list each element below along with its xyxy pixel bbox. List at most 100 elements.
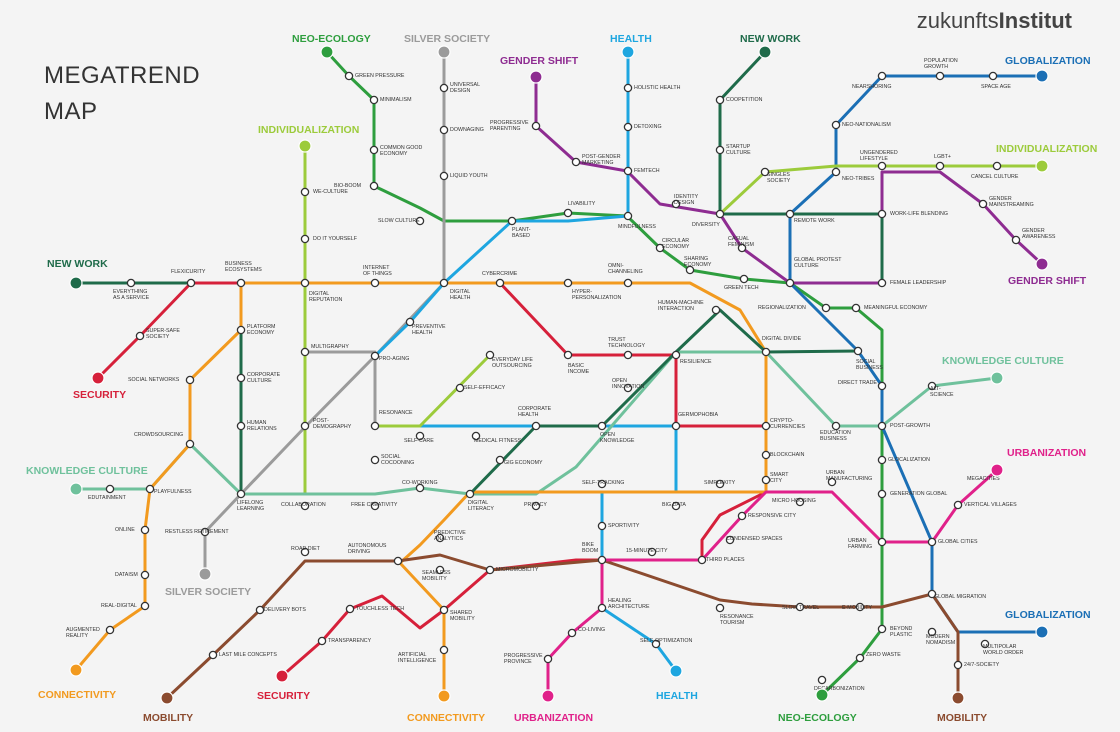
station-dot[interactable] [370,182,377,189]
station-dot[interactable] [141,526,148,533]
station-dot[interactable] [832,121,839,128]
station-dot[interactable] [532,422,539,429]
station-dot[interactable] [508,217,515,224]
station-dot[interactable] [301,348,308,355]
station-dot[interactable] [716,146,723,153]
station-dot[interactable] [878,490,885,497]
station-dot[interactable] [954,661,961,668]
station-dot[interactable] [672,351,679,358]
station-dot[interactable] [127,279,134,286]
station-dot[interactable] [568,629,575,636]
station-dot[interactable] [762,476,769,483]
station-dot[interactable] [624,84,631,91]
station-dot[interactable] [544,655,551,662]
station-dot[interactable] [672,422,679,429]
station-dot[interactable] [394,557,401,564]
station-dot[interactable] [370,96,377,103]
station-dot[interactable] [440,279,447,286]
station-dot[interactable] [624,167,631,174]
station-dot[interactable] [440,84,447,91]
station-dot[interactable] [832,168,839,175]
station-dot[interactable] [786,279,793,286]
station-dot[interactable] [989,72,996,79]
station-dot[interactable] [301,235,308,242]
station-dot[interactable] [106,626,113,633]
station-dot[interactable] [371,422,378,429]
station-dot[interactable] [370,146,377,153]
station-dot[interactable] [928,538,935,545]
station-dot[interactable] [740,275,747,282]
station-dot[interactable] [822,304,829,311]
station-dot[interactable] [345,72,352,79]
station-dot[interactable] [564,209,571,216]
station-dot[interactable] [936,162,943,169]
station-dot[interactable] [186,440,193,447]
station-dot[interactable] [762,348,769,355]
station-dot[interactable] [186,376,193,383]
station-dot[interactable] [301,188,308,195]
station-dot[interactable] [936,72,943,79]
station-dot[interactable] [856,654,863,661]
station-dot[interactable] [440,126,447,133]
station-dot[interactable] [532,122,539,129]
station-dot[interactable] [852,304,859,311]
station-dot[interactable] [854,347,861,354]
station-dot[interactable] [878,279,885,286]
station-dot[interactable] [979,200,986,207]
station-dot[interactable] [146,485,153,492]
station-dot[interactable] [301,422,308,429]
station-dot[interactable] [496,279,503,286]
station-dot[interactable] [346,605,353,612]
station-dot[interactable] [762,451,769,458]
station-dot[interactable] [371,279,378,286]
station-dot[interactable] [818,676,825,683]
station-dot[interactable] [698,556,705,563]
station-dot[interactable] [716,96,723,103]
station-dot[interactable] [371,352,378,359]
station-dot[interactable] [598,604,605,611]
station-dot[interactable] [993,162,1000,169]
station-dot[interactable] [878,72,885,79]
station-dot[interactable] [598,422,605,429]
station-dot[interactable] [624,123,631,130]
station-dot[interactable] [1012,236,1019,243]
station-dot[interactable] [209,651,216,658]
station-dot[interactable] [878,538,885,545]
station-dot[interactable] [141,571,148,578]
station-dot[interactable] [187,279,194,286]
station-dot[interactable] [878,456,885,463]
station-dot[interactable] [456,384,463,391]
station-dot[interactable] [237,490,244,497]
station-dot[interactable] [716,210,723,217]
station-dot[interactable] [440,646,447,653]
station-dot[interactable] [878,422,885,429]
station-dot[interactable] [624,279,631,286]
station-dot[interactable] [712,306,719,313]
station-dot[interactable] [738,512,745,519]
station-dot[interactable] [237,279,244,286]
station-dot[interactable] [440,606,447,613]
station-dot[interactable] [106,485,113,492]
station-dot[interactable] [786,210,793,217]
station-dot[interactable] [716,604,723,611]
station-dot[interactable] [572,158,579,165]
station-dot[interactable] [624,212,631,219]
station-dot[interactable] [136,332,143,339]
station-dot[interactable] [878,210,885,217]
station-dot[interactable] [301,279,308,286]
station-dot[interactable] [954,501,961,508]
station-dot[interactable] [237,374,244,381]
station-dot[interactable] [564,351,571,358]
station-dot[interactable] [598,556,605,563]
station-dot[interactable] [878,625,885,632]
station-dot[interactable] [141,602,148,609]
station-dot[interactable] [318,637,325,644]
station-dot[interactable] [564,279,571,286]
station-dot[interactable] [371,456,378,463]
station-dot[interactable] [237,326,244,333]
station-dot[interactable] [466,490,473,497]
station-dot[interactable] [486,566,493,573]
station-dot[interactable] [878,162,885,169]
station-dot[interactable] [496,456,503,463]
station-dot[interactable] [832,422,839,429]
